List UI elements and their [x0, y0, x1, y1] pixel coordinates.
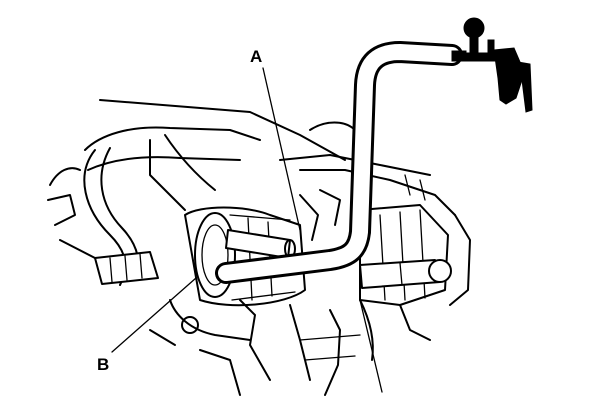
vacuum-gauge-icon [451, 17, 533, 113]
callout-b-label: B [97, 355, 110, 374]
hose-leader [359, 299, 383, 393]
callout-a-leader [262, 67, 301, 231]
engine-assembly-icon [47, 99, 471, 396]
callout-b-leader [111, 277, 197, 353]
callout-a-label: A [250, 47, 263, 66]
hose-icon [215, 41, 463, 284]
